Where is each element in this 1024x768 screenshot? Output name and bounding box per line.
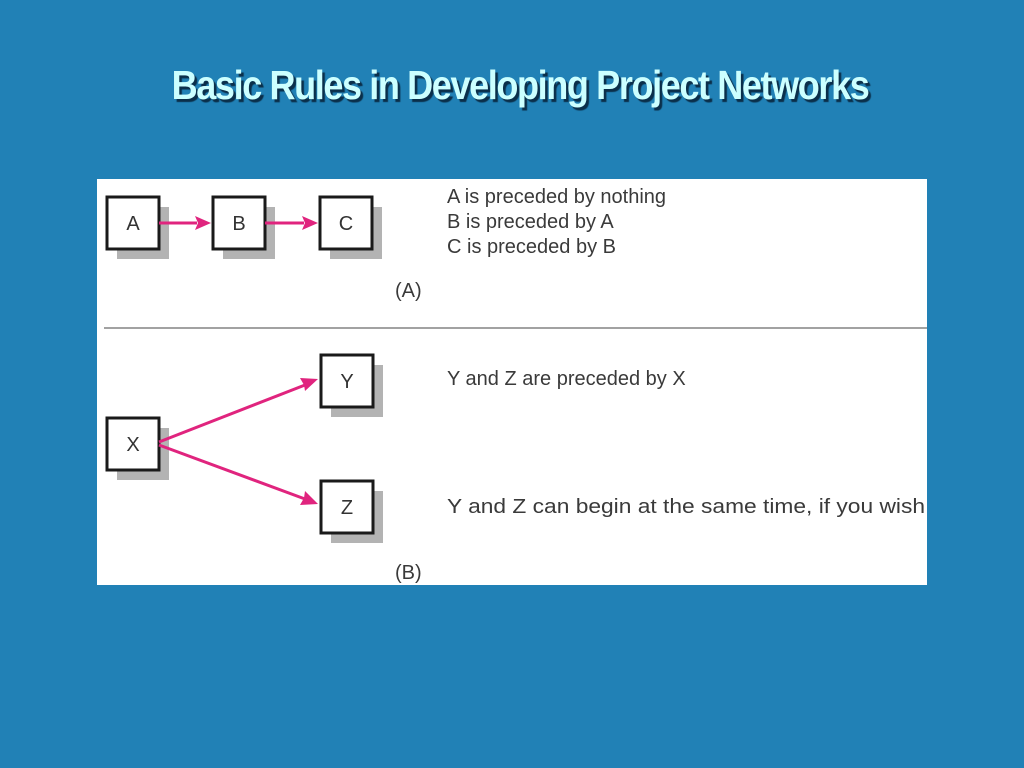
node-x-label: X	[126, 434, 139, 456]
node-c: C	[318, 195, 382, 259]
node-z-label: Z	[341, 497, 353, 519]
network-figure: A B C A is preceded by nothing B is prec…	[97, 179, 927, 585]
arrow-a-to-b	[159, 216, 211, 230]
slide-title: Basic Rules in Developing Project Networ…	[171, 62, 870, 108]
caption-a: (A)	[395, 280, 422, 302]
node-y-label: Y	[340, 371, 353, 393]
caption-b: (B)	[395, 562, 422, 584]
node-z: Z	[319, 479, 383, 543]
rule-text-a-2: B is preceded by A	[447, 211, 614, 233]
rule-text-b-2: Y and Z can begin at the same time, if y…	[447, 496, 925, 518]
network-diagram: A B C A is preceded by nothing B is prec…	[104, 186, 927, 584]
rule-text-a-3: C is preceded by B	[447, 236, 616, 258]
node-c-label: C	[339, 213, 353, 235]
node-a-label: A	[126, 213, 140, 235]
arrow-b-to-c	[265, 216, 318, 230]
node-z-box	[319, 479, 375, 535]
node-y-box	[319, 353, 375, 409]
node-b: B	[211, 195, 275, 259]
node-a: A	[105, 195, 169, 259]
node-x-box	[105, 416, 161, 472]
arrow-x-to-y	[158, 378, 318, 444]
node-c-box	[318, 195, 374, 251]
node-x: X	[105, 416, 169, 480]
rule-text-a-1: A is preceded by nothing	[447, 186, 666, 208]
arrow-x-to-z	[158, 443, 318, 505]
node-y: Y	[319, 353, 383, 417]
rule-text-b-1: Y and Z are preceded by X	[447, 368, 686, 390]
node-b-label: B	[232, 213, 245, 235]
node-a-box	[105, 195, 161, 251]
